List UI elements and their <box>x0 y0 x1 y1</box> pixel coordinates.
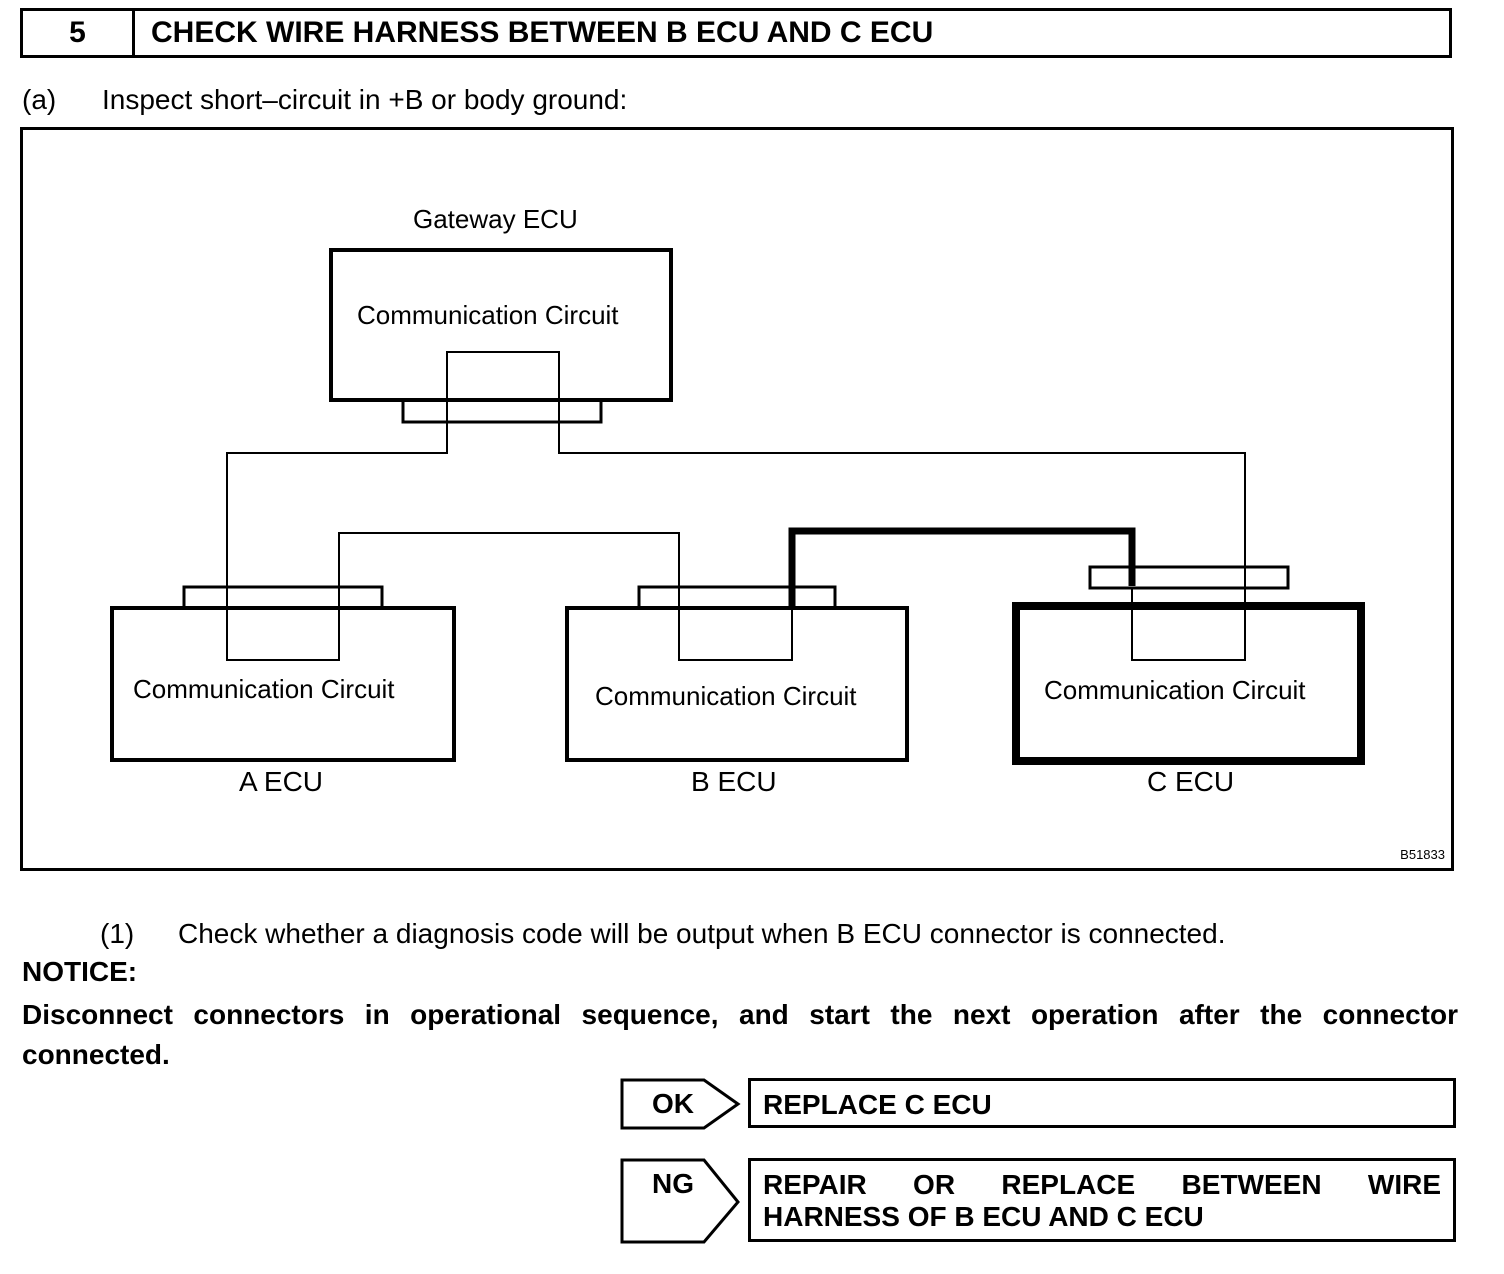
ok-tag: OK <box>652 1088 694 1119</box>
wiring-diagram: Gateway ECU Communication Circuit Commun… <box>20 127 1454 871</box>
b-ecu-wire-loop <box>678 587 793 661</box>
a-ecu-circuit-label: Communication Circuit <box>133 674 395 704</box>
figure-code: B51833 <box>1400 847 1445 862</box>
substep-a-label: (a) <box>22 84 57 115</box>
substep-a-text: Inspect short–circuit in +B or body grou… <box>102 84 628 115</box>
a-ecu-connector <box>182 585 384 610</box>
ng-action-line1: REPAIR OR REPLACE BETWEEN WIRE <box>763 1169 1441 1200</box>
step-header: 5 CHECK WIRE HARNESS BETWEEN B ECU AND C… <box>20 8 1452 58</box>
c-ecu-label: C ECU <box>1147 766 1235 797</box>
wire-b-to-c-highlighted <box>788 527 1136 608</box>
a-ecu-wire-loop <box>226 587 340 661</box>
a-ecu-label: A ECU <box>239 766 324 797</box>
ok-arrow-icon <box>620 1078 741 1130</box>
wire-gateway-to-a <box>226 422 448 660</box>
wiring-diagram-graphic <box>110 248 1365 765</box>
notice-heading: NOTICE: <box>22 956 138 987</box>
ok-action-box: REPLACE C ECU <box>748 1078 1456 1128</box>
c-ecu-box <box>1012 602 1365 765</box>
substep-1-text: Check whether a diagnosis code will be o… <box>178 918 1226 949</box>
ng-arrow-icon <box>620 1158 740 1244</box>
b-ecu-connector <box>637 585 837 610</box>
notice-text: Disconnect connectors in operational seq… <box>22 999 1458 1070</box>
ng-tag: NG <box>652 1168 694 1199</box>
c-ecu-circuit-label: Communication Circuit <box>1044 675 1306 705</box>
wire-gateway-to-c <box>558 422 1246 660</box>
step-number: 5 <box>23 11 135 55</box>
gateway-ecu-label: Gateway ECU <box>413 204 578 234</box>
ok-action-text: REPLACE C ECU <box>763 1089 992 1120</box>
substep-1: (1) Check whether a diagnosis code will b… <box>100 918 1225 950</box>
result-ng: NG REPAIR OR REPLACE BETWEEN WIRE HARNES… <box>620 1158 1460 1246</box>
b-ecu-label: B ECU <box>691 766 777 797</box>
gateway-circuit-label: Communication Circuit <box>357 300 619 330</box>
c-ecu-wire-loop <box>1131 588 1246 661</box>
ng-action-line2: HARNESS OF B ECU AND C ECU <box>763 1201 1204 1232</box>
wire-a-to-b <box>338 532 680 660</box>
substep-a: (a) Inspect short–circuit in +B or body g… <box>22 84 627 116</box>
b-ecu-circuit-label: Communication Circuit <box>595 681 857 711</box>
substep-1-label: (1) <box>100 918 135 949</box>
result-ok: OK REPLACE C ECU <box>620 1078 1460 1132</box>
gateway-connector <box>401 398 603 424</box>
c-ecu-connector <box>1088 565 1290 590</box>
gateway-wire-loop <box>446 351 560 422</box>
ng-action-box: REPAIR OR REPLACE BETWEEN WIRE HARNESS O… <box>748 1158 1456 1242</box>
step-title: CHECK WIRE HARNESS BETWEEN B ECU AND C E… <box>151 16 934 49</box>
